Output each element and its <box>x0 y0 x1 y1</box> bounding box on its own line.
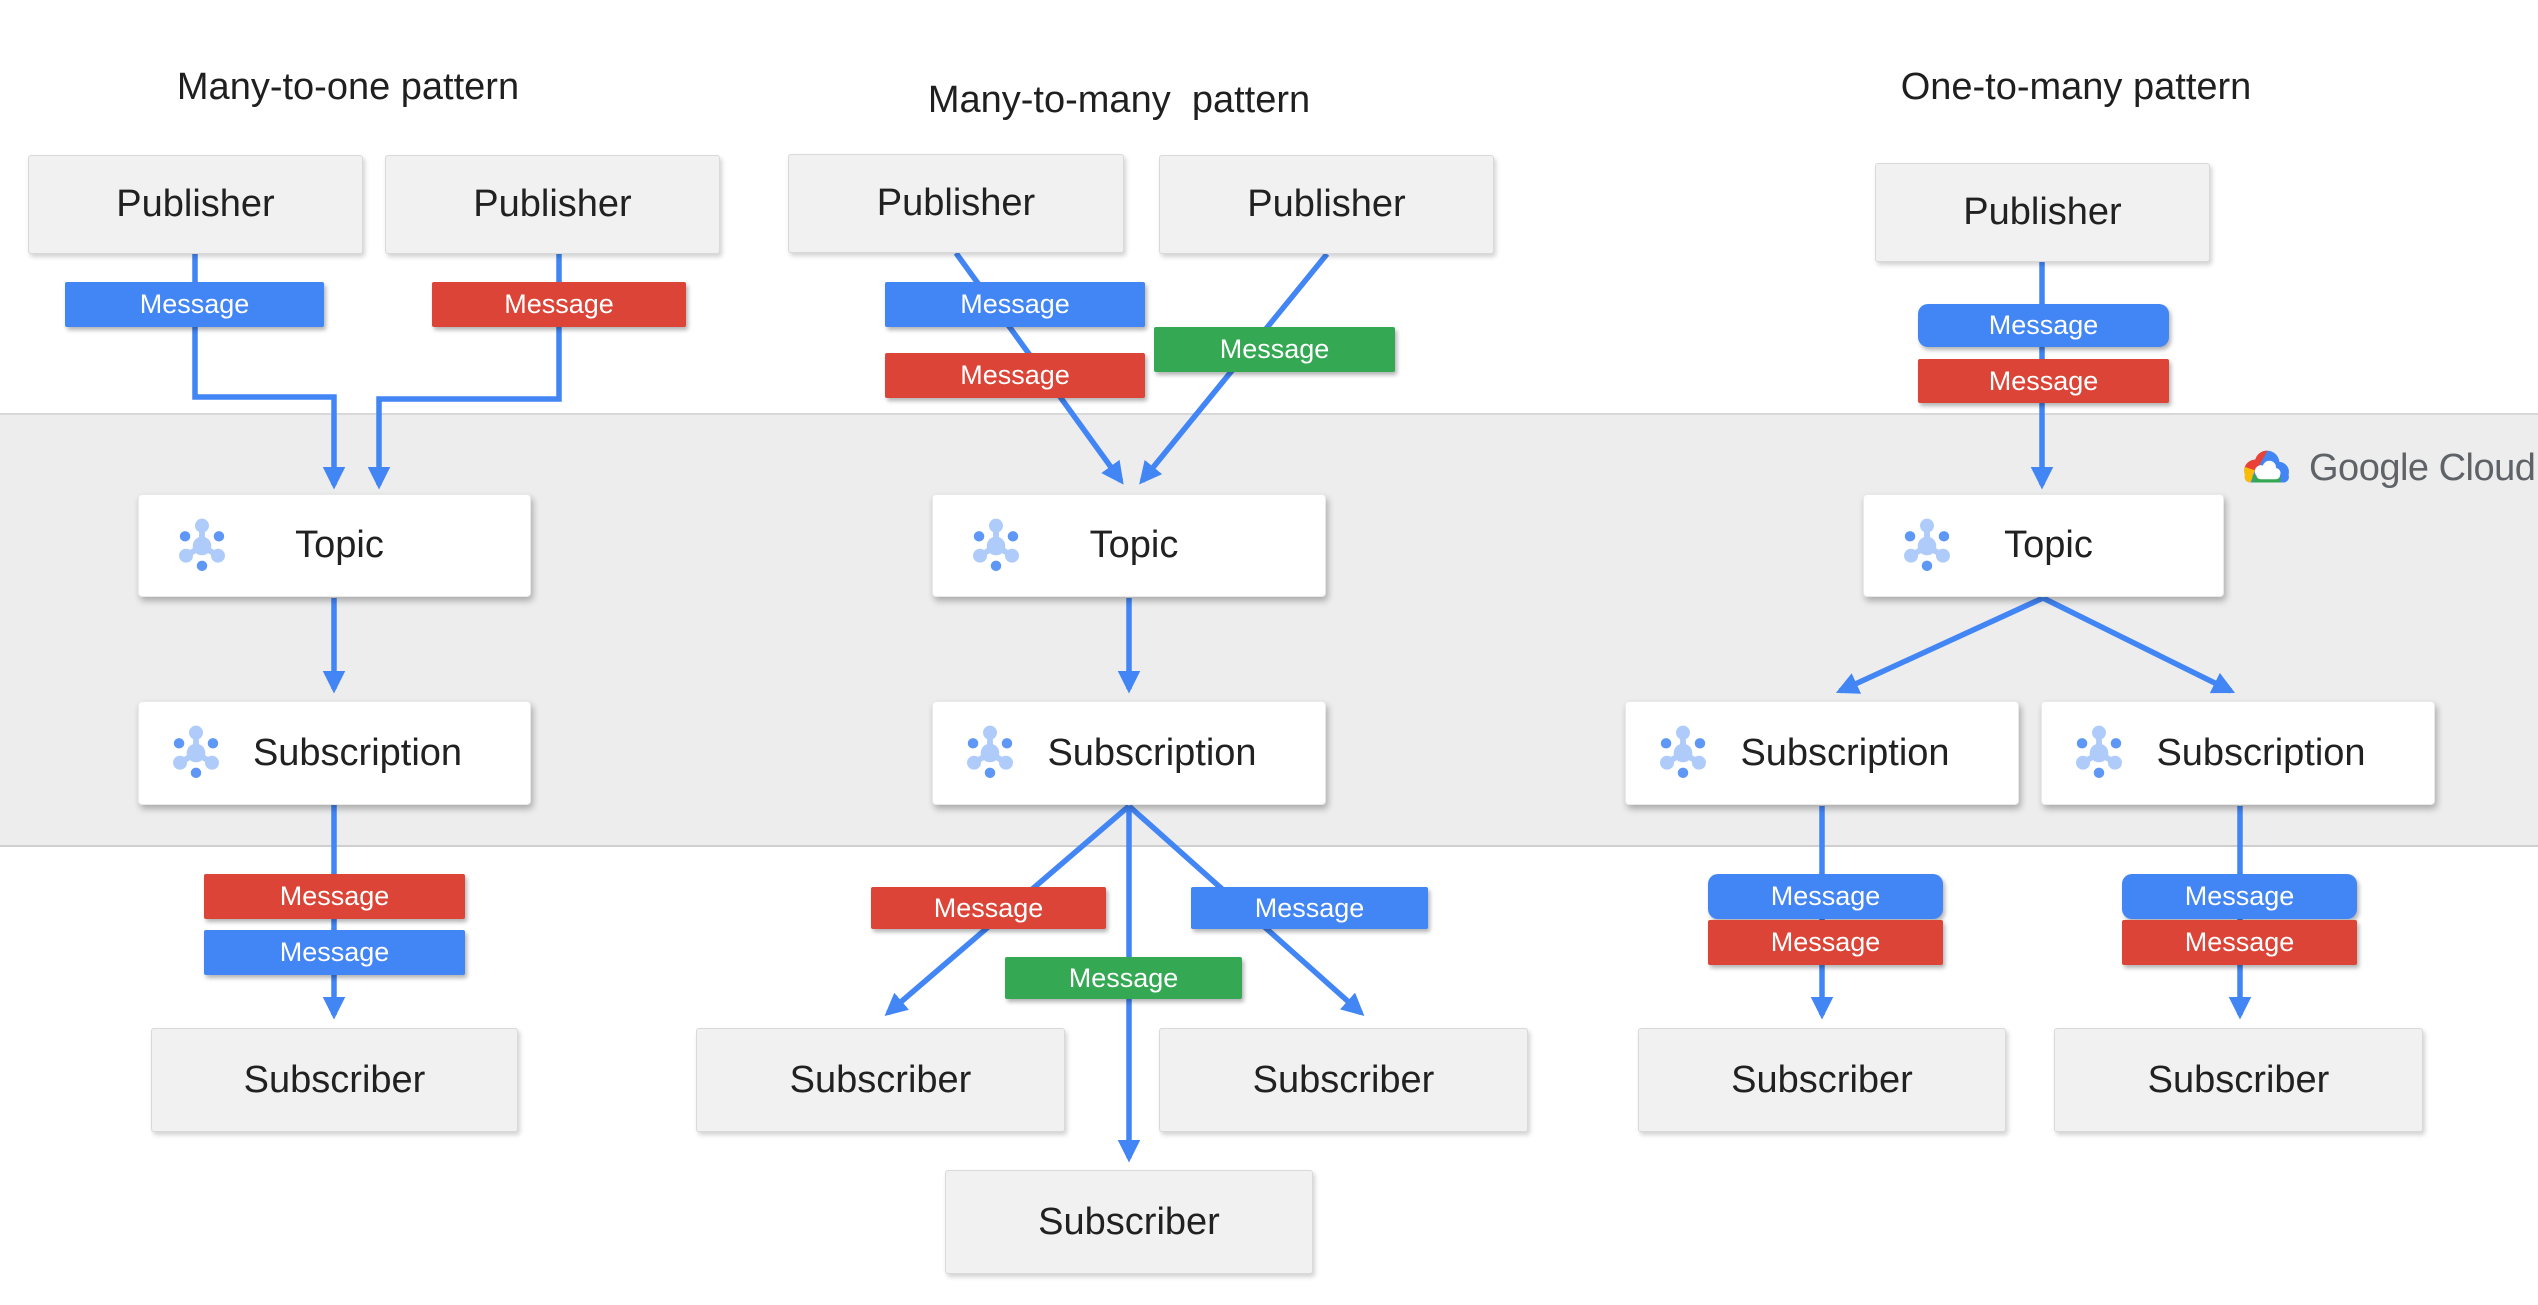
subscriber-box: Subscriber <box>151 1028 518 1132</box>
subscription-label: Subscription <box>2156 731 2366 774</box>
message-chip-red: Message <box>885 353 1145 398</box>
publisher-box: Publisher <box>28 155 363 254</box>
subscriber-box: Subscriber <box>2054 1028 2423 1132</box>
subscriber-box: Subscriber <box>1159 1028 1528 1132</box>
subscription-box: Subscription <box>1625 701 2019 805</box>
topic-label: Topic <box>2004 524 2093 566</box>
google-cloud-logo: Google Cloud <box>2238 442 2536 494</box>
pattern-title: Many-to-one pattern <box>176 66 520 108</box>
publisher-box: Publisher <box>1875 163 2210 262</box>
topic-box: Topic <box>932 494 1326 597</box>
message-chip-blue: Message <box>885 282 1145 327</box>
message-chip-blue: Message <box>2122 874 2357 919</box>
message-chip-red: Message <box>871 887 1106 929</box>
subscription-label: Subscription <box>1740 731 1950 774</box>
message-chip-red: Message <box>204 874 465 919</box>
pattern-title: One-to-many pattern <box>1900 66 2252 108</box>
message-chip-blue: Message <box>1708 874 1943 919</box>
message-chip-red: Message <box>432 282 686 327</box>
message-chip-red: Message <box>2122 920 2357 965</box>
message-chip-red: Message <box>1918 359 2169 403</box>
subscription-label: Subscription <box>252 731 463 774</box>
topic-box: Topic <box>1863 494 2224 597</box>
subscription-box: Subscription <box>138 701 531 805</box>
message-chip-blue: Message <box>65 282 324 327</box>
subscription-box: Subscription <box>2041 701 2435 805</box>
message-chip-green: Message <box>1005 957 1242 999</box>
subscriber-box: Subscriber <box>945 1170 1313 1274</box>
publisher-box: Publisher <box>788 154 1124 253</box>
pattern-title: Many-to-many pattern <box>927 79 1311 121</box>
subscriber-box: Subscriber <box>696 1028 1065 1132</box>
subscription-box: Subscription <box>932 701 1326 805</box>
topic-box: Topic <box>138 494 531 597</box>
subscription-label: Subscription <box>1047 731 1257 774</box>
google-cloud-icon <box>2244 450 2289 483</box>
message-chip-blue: Message <box>204 930 465 975</box>
google-cloud-label: Google Cloud <box>2309 447 2536 489</box>
message-chip-green: Message <box>1154 327 1395 372</box>
publisher-box: Publisher <box>385 155 720 254</box>
message-chip-blue: Message <box>1918 304 2169 347</box>
subscriber-box: Subscriber <box>1638 1028 2006 1132</box>
topic-label: Topic <box>295 524 384 566</box>
message-chip-blue: Message <box>1191 887 1428 929</box>
publisher-box: Publisher <box>1159 155 1494 254</box>
topic-label: Topic <box>1089 524 1179 566</box>
message-chip-red: Message <box>1708 920 1943 965</box>
